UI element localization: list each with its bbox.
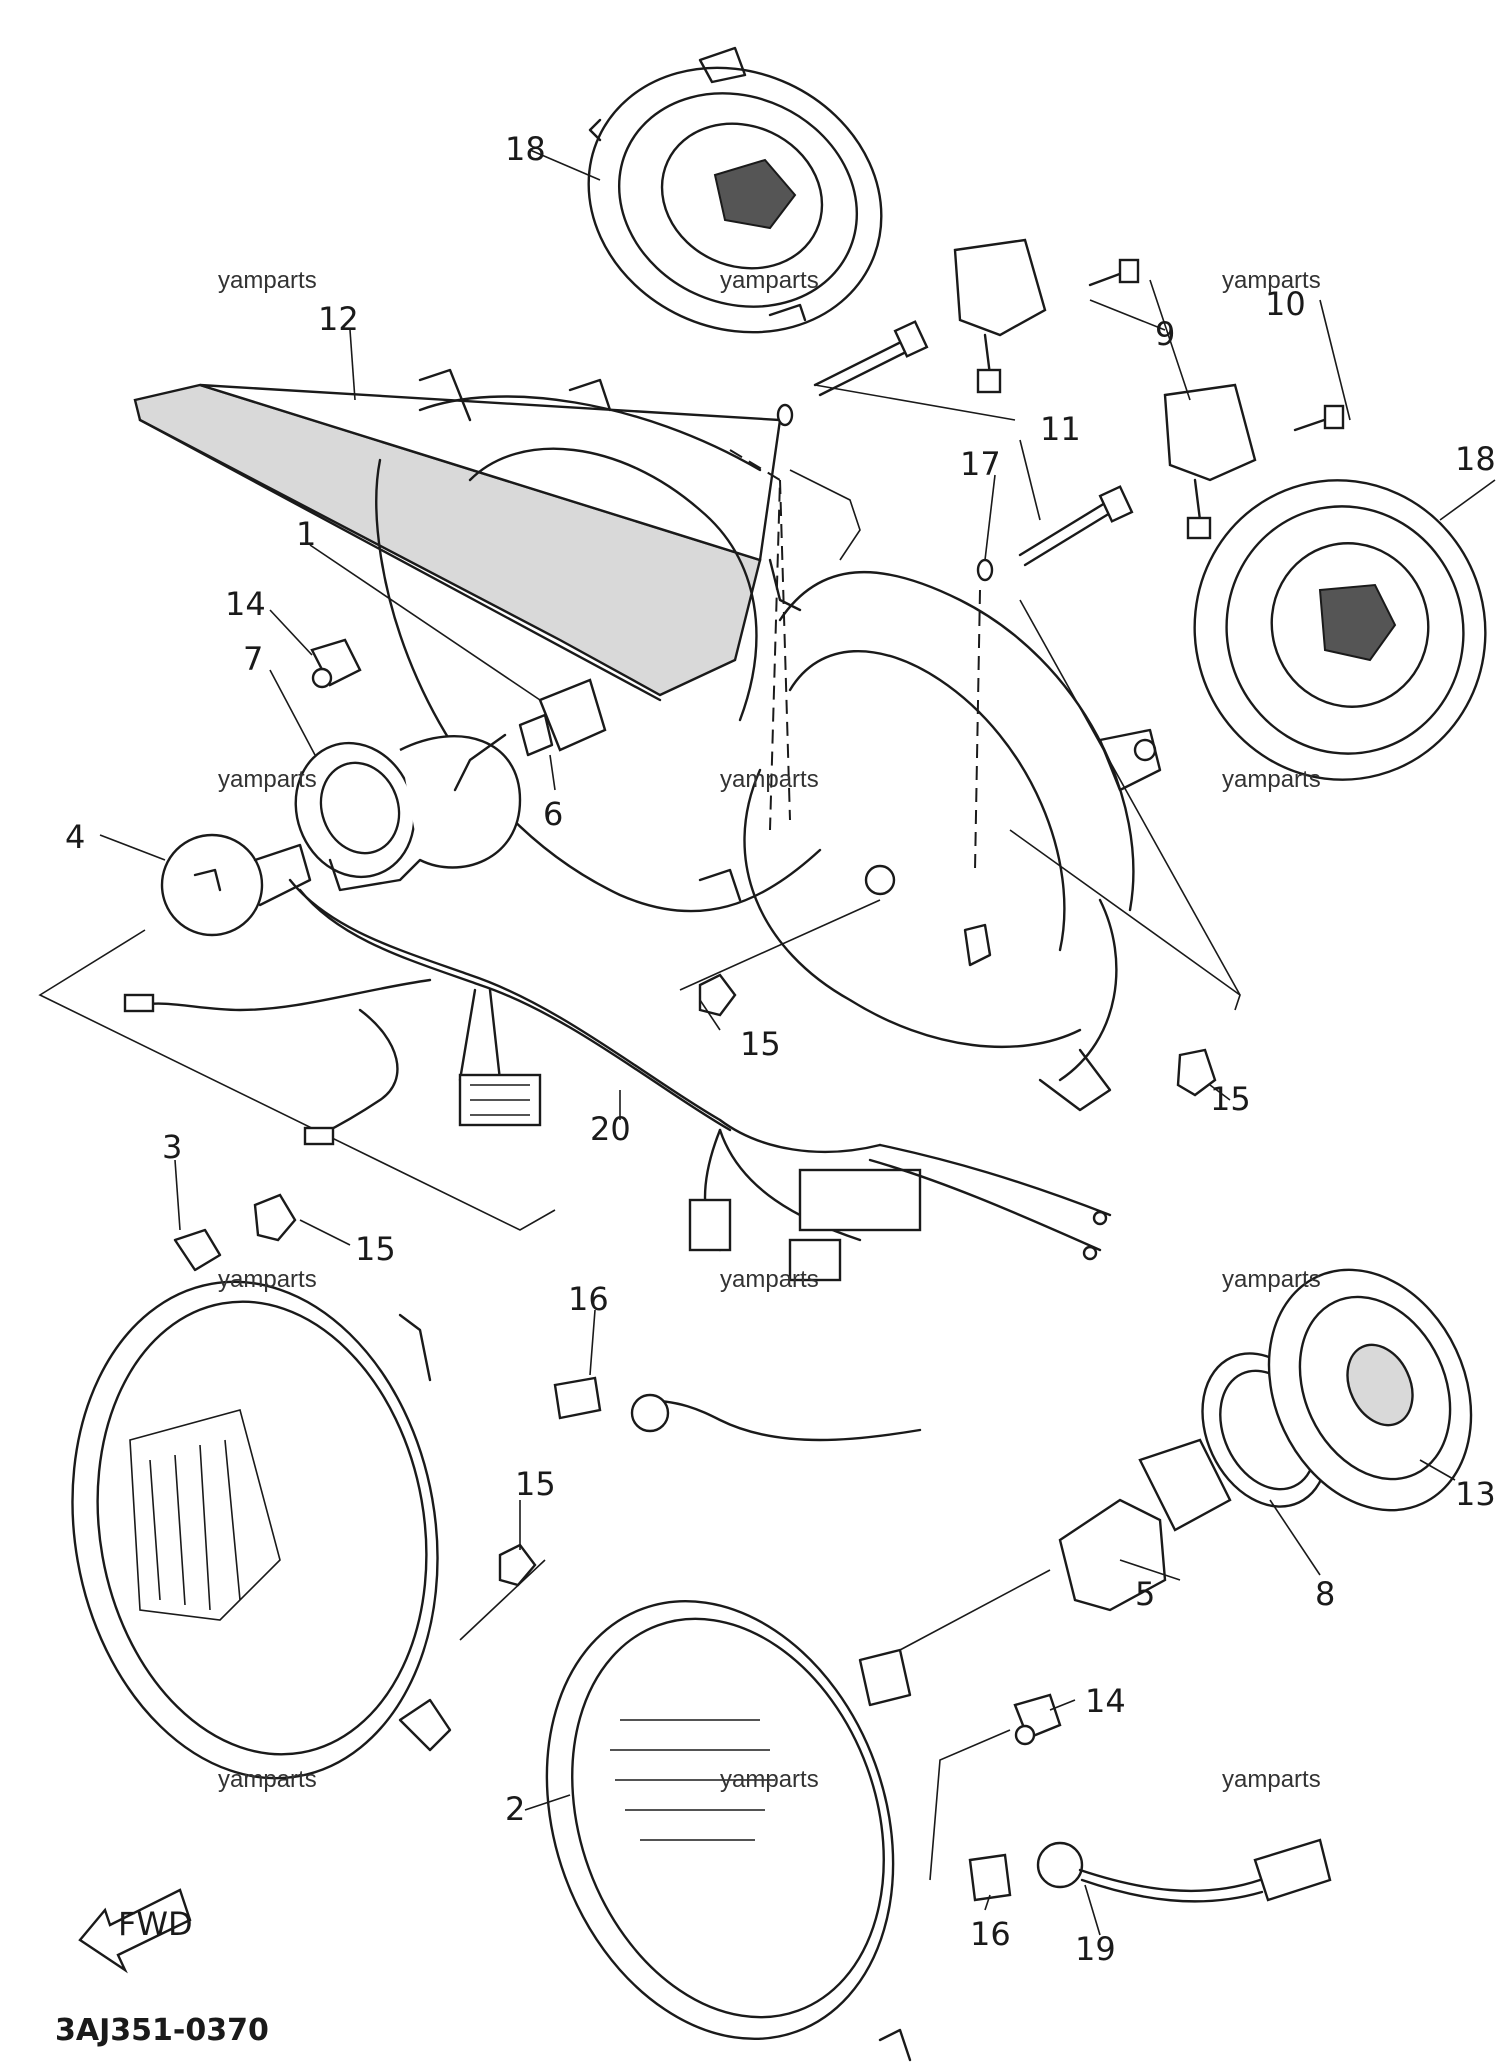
callout-14-left: 14 xyxy=(225,585,266,623)
callout-17: 17 xyxy=(960,445,1001,483)
adjuster-bracket-9 xyxy=(953,238,1257,540)
grommets-15 xyxy=(253,973,1217,1587)
callout-18-top: 18 xyxy=(505,130,546,168)
pilot-bulbs-16 xyxy=(553,1376,1012,1902)
headlight-bulb-5 xyxy=(1058,1438,1232,1612)
bulb-socket-14-left xyxy=(310,638,362,689)
connector-6 xyxy=(453,678,607,792)
forward-arrow-label: FWD xyxy=(118,1905,193,1943)
callout-15-right: 15 xyxy=(1210,1080,1251,1118)
watermark: yamparts xyxy=(1222,267,1321,294)
callout-2: 2 xyxy=(505,1790,525,1828)
screws-10 xyxy=(1088,258,1345,432)
callout-20: 20 xyxy=(590,1110,631,1148)
headlight-housing-1 xyxy=(375,368,1162,1112)
callout-labels: 18 18 12 1 14 7 6 4 9 10 11 17 15 15 20 … xyxy=(65,130,1496,1968)
callout-13: 13 xyxy=(1455,1475,1496,1513)
callout-15-center: 15 xyxy=(740,1025,781,1063)
callout-12: 12 xyxy=(318,300,359,338)
bulb-socket-14-right xyxy=(929,1693,1062,1881)
assembly-guide-lines xyxy=(38,449,1241,1231)
watermark: yamparts xyxy=(720,1766,819,1793)
callout-6: 6 xyxy=(543,795,563,833)
callout-5: 5 xyxy=(1135,1575,1155,1613)
adjusting-bolts-11 xyxy=(813,320,1134,567)
watermark: yamparts xyxy=(720,766,819,793)
watermark: yamparts xyxy=(218,267,317,294)
callout-16-top: 16 xyxy=(568,1280,609,1318)
headlight-lens-2 xyxy=(545,1599,912,2062)
callout-15-left: 15 xyxy=(355,1230,396,1268)
leader-5-to-lens xyxy=(899,1569,1051,1651)
forward-arrow-icon: FWD xyxy=(78,1888,193,1974)
watermark: yamparts xyxy=(1222,1266,1321,1293)
callout-15-lower: 15 xyxy=(515,1465,556,1503)
callout-16-bottom: 16 xyxy=(970,1915,1011,1953)
headlight-ring-18-top xyxy=(587,46,883,334)
watermark: yamparts xyxy=(218,1766,317,1793)
callout-8: 8 xyxy=(1315,1575,1335,1613)
callout-3: 3 xyxy=(162,1128,182,1166)
wire-harness-20 xyxy=(123,878,1112,1282)
leader-lines xyxy=(99,149,1496,1936)
callout-19: 19 xyxy=(1075,1930,1116,1968)
watermark: yamparts xyxy=(218,766,317,793)
watermark: yamparts xyxy=(1222,766,1321,793)
watermark: yamparts xyxy=(720,1266,819,1293)
watermark: yamparts xyxy=(720,267,819,294)
headlight-ring-18-right xyxy=(1193,479,1487,781)
callout-14-right: 14 xyxy=(1085,1682,1126,1720)
watermark: yamparts xyxy=(218,1266,317,1293)
watermark: yamparts xyxy=(1222,1766,1321,1793)
headlight-lens-3 xyxy=(71,1228,452,1780)
callout-11: 11 xyxy=(1040,410,1081,448)
sub-harness-19 xyxy=(1036,1838,1332,1903)
callout-4: 4 xyxy=(65,818,85,856)
washers-17 xyxy=(776,403,994,582)
watermarks: yamparts yamparts yamparts yamparts yamp… xyxy=(218,267,1321,1793)
callout-1: 1 xyxy=(296,515,316,553)
bulb-socket-ring-7 xyxy=(294,735,522,892)
callout-9: 9 xyxy=(1155,315,1175,353)
bulb-4 xyxy=(160,833,312,937)
rubber-cover-13 xyxy=(1267,1268,1473,1512)
callout-18-right: 18 xyxy=(1455,440,1496,478)
callout-7: 7 xyxy=(243,640,263,678)
callout-10: 10 xyxy=(1265,285,1306,323)
diagram-code: 3AJ351-0370 xyxy=(55,2013,269,2048)
